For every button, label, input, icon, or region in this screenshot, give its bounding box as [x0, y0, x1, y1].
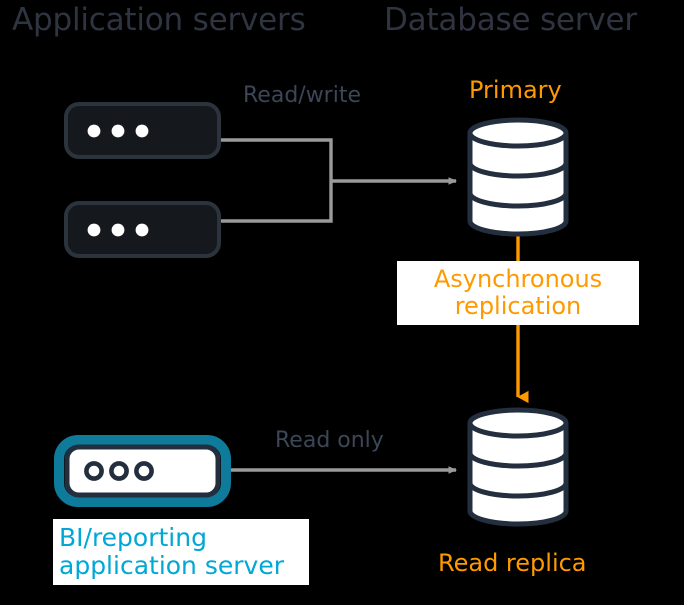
- bi-server-caption-box: BI/reporting application server: [53, 519, 309, 585]
- database-primary[interactable]: [467, 117, 569, 237]
- database-caption-primary: Primary: [469, 76, 562, 104]
- database-read-replica[interactable]: [467, 407, 569, 527]
- bi-server-caption-line1: BI/reporting: [59, 522, 207, 552]
- replication-label-box: Asynchronous replication: [397, 261, 639, 325]
- connector-appservers-to-primary: [219, 138, 458, 223]
- bi-reporting-server[interactable]: [54, 435, 231, 507]
- database-caption-read-replica: Read replica: [438, 549, 587, 577]
- bi-server-caption-line2: application server: [59, 551, 284, 580]
- app-server-1[interactable]: [64, 102, 221, 159]
- edge-label-read-only: Read only: [275, 428, 384, 453]
- column-header-application-servers: Application servers: [12, 2, 306, 38]
- replication-label-line2: replication: [454, 292, 582, 320]
- app-server-2[interactable]: [64, 201, 221, 258]
- replication-label-line1: Asynchronous: [433, 265, 603, 294]
- edge-label-read-write: Read/write: [243, 83, 362, 108]
- column-header-database-server: Database server: [384, 2, 637, 38]
